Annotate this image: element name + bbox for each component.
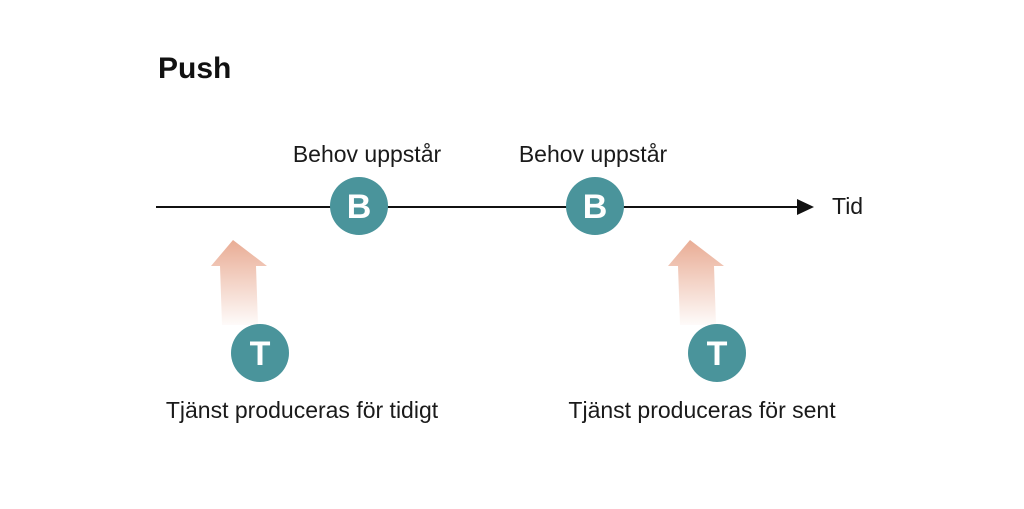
need-label: Behov uppstår bbox=[293, 141, 442, 167]
service-node-letter: T bbox=[250, 335, 271, 373]
need-node-circle bbox=[330, 177, 388, 235]
service-label: Tjänst produceras för tidigt bbox=[166, 397, 439, 423]
need-node: B bbox=[566, 177, 624, 235]
axis-label-tid: Tid bbox=[832, 193, 863, 219]
need-node-letter: B bbox=[583, 188, 608, 226]
timeline-arrowhead bbox=[797, 199, 814, 215]
need-node-circle bbox=[566, 177, 624, 235]
diagram-title: Push bbox=[158, 52, 231, 85]
service-node: T bbox=[688, 324, 746, 382]
up-arrow-icon bbox=[211, 240, 267, 325]
need-node-letter: B bbox=[347, 188, 372, 226]
service-node: T bbox=[231, 324, 289, 382]
need-node: B bbox=[330, 177, 388, 235]
up-arrow-icon bbox=[668, 240, 724, 325]
service-node-circle bbox=[231, 324, 289, 382]
need-label: Behov uppstår bbox=[519, 141, 668, 167]
service-node-letter: T bbox=[707, 335, 728, 373]
service-node-circle bbox=[688, 324, 746, 382]
service-label: Tjänst produceras för sent bbox=[568, 397, 836, 423]
